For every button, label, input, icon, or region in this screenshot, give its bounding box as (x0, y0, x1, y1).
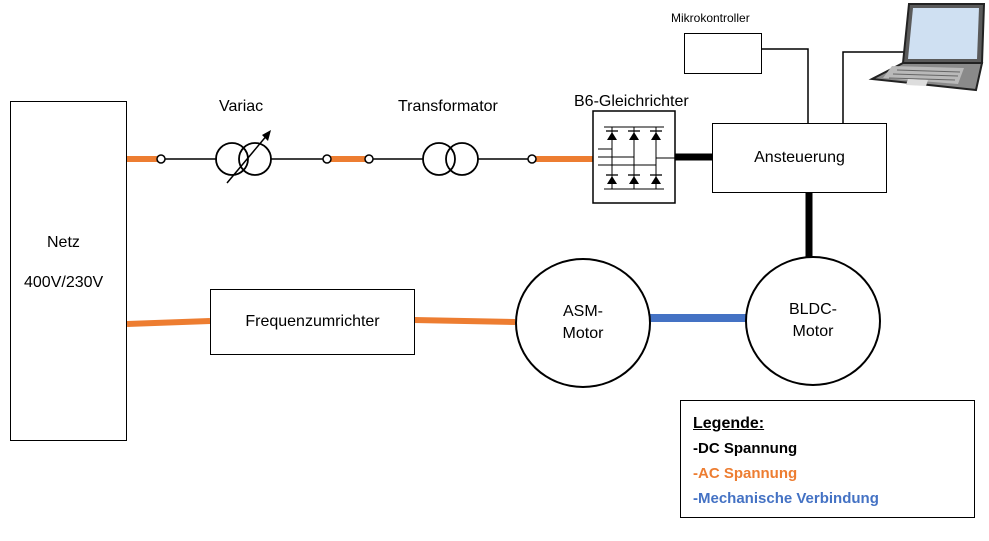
netz-label: Netz (47, 234, 80, 251)
transformator-label: Transformator (398, 98, 498, 115)
frequenzumrichter-label: Frequenzumrichter (245, 313, 380, 330)
bldc-motor-label-line2: Motor (792, 323, 834, 340)
ansteuerung-label: Ansteuerung (754, 149, 845, 166)
legend-box: Legende: -DC Spannung -AC Spannung -Mech… (680, 400, 975, 518)
ac-line-frequenzumrichter-asm (413, 317, 516, 325)
bldc-motor-label-line1: BLDC- (788, 301, 837, 318)
mikrokontroller-box (684, 33, 762, 74)
wire-laptop-ansteuerung (842, 51, 917, 123)
wire-mikrokontroller-ansteuerung (761, 48, 809, 123)
asm-motor-label-line1: ASM- (563, 303, 603, 320)
terminal-2 (322, 154, 332, 164)
terminal-4 (527, 154, 537, 164)
terminal-1 (156, 154, 166, 164)
laptop-icon (868, 3, 986, 92)
b6-label: B6-Gleichrichter (574, 93, 689, 110)
bldc-motor: BLDC- Motor (745, 256, 881, 386)
asm-motor-label-line2: Motor (562, 325, 604, 342)
b6-rectifier-icon (592, 110, 680, 204)
variac-symbol-icon (215, 130, 272, 184)
frequenzumrichter-box: Frequenzumrichter (210, 289, 415, 355)
legend-title: Legende: (693, 415, 765, 432)
legend-mechanical: -Mechanische Verbindung (693, 490, 879, 507)
ac-line-netz-frequenzumrichter (126, 318, 211, 327)
legend-ac: -AC Spannung (693, 465, 798, 482)
terminal-3 (364, 154, 374, 164)
ansteuerung-box: Ansteuerung (712, 123, 887, 193)
asm-motor: ASM- Motor (515, 258, 651, 388)
variac-label: Variac (219, 98, 264, 115)
legend-dc: -DC Spannung (693, 440, 798, 457)
netz-box (10, 101, 127, 441)
transformer-symbol-icon (422, 142, 479, 176)
netz-voltage-label: 400V/230V (24, 274, 104, 291)
mikrokontroller-label: Mikrokontroller (671, 11, 750, 25)
